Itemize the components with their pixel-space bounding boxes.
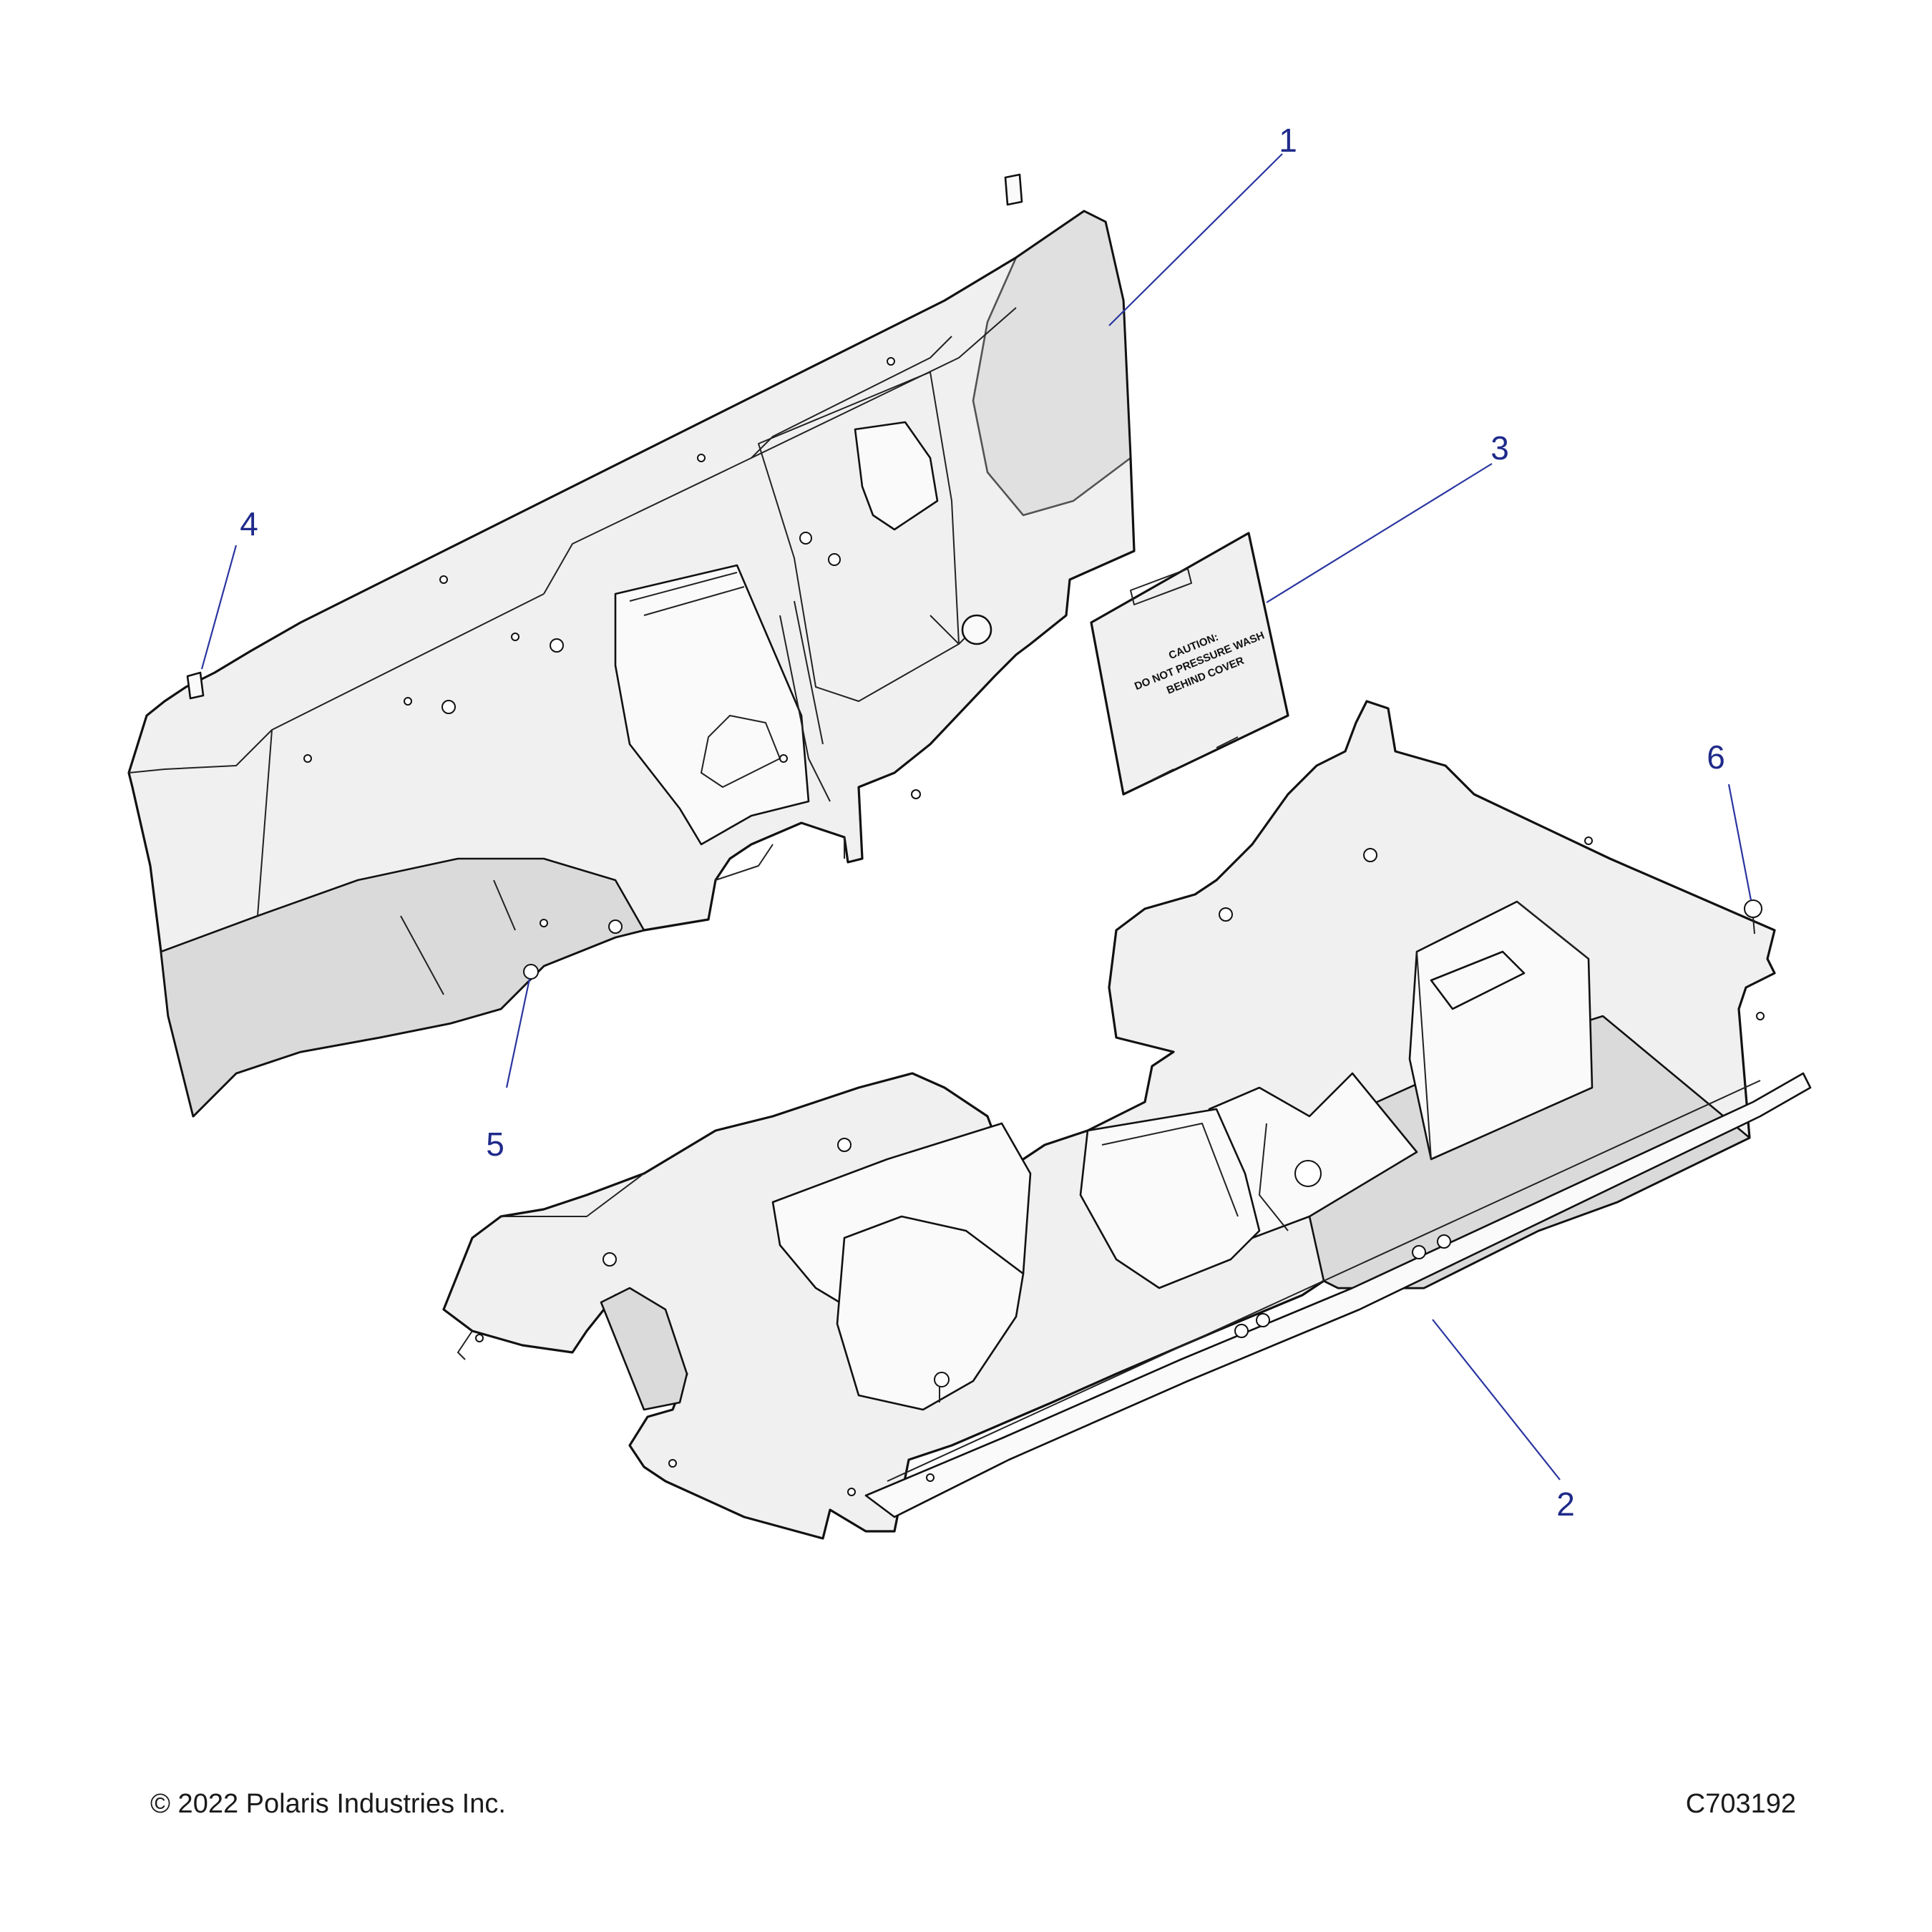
part-2-floor-tub — [442, 700, 1812, 1540]
callout-3-label: 3 — [1491, 429, 1509, 467]
callout-4-label: 4 — [240, 505, 258, 542]
callout-5: 5 — [486, 978, 531, 1163]
callout-1: 1 — [1108, 122, 1297, 326]
callout-5-label: 5 — [486, 1126, 504, 1163]
callout-4: 4 — [200, 505, 258, 670]
part-1-firewall-panel — [127, 173, 1136, 1118]
copyright-notice: © 2022 Polaris Industries Inc. — [150, 1789, 506, 1819]
callout-2: 2 — [1432, 1319, 1575, 1523]
callout-6: 6 — [1707, 738, 1752, 901]
callout-6-label: 6 — [1707, 738, 1725, 776]
callout-3: 3 — [1266, 429, 1509, 603]
drawing-number: C703192 — [1685, 1789, 1796, 1819]
callout-1-label: 1 — [1279, 122, 1297, 159]
part-3-caution-cover: CAUTION: DO NOT PRESSURE WASH BEHIND COV… — [1090, 532, 1289, 796]
callout-2-label: 2 — [1556, 1485, 1575, 1523]
